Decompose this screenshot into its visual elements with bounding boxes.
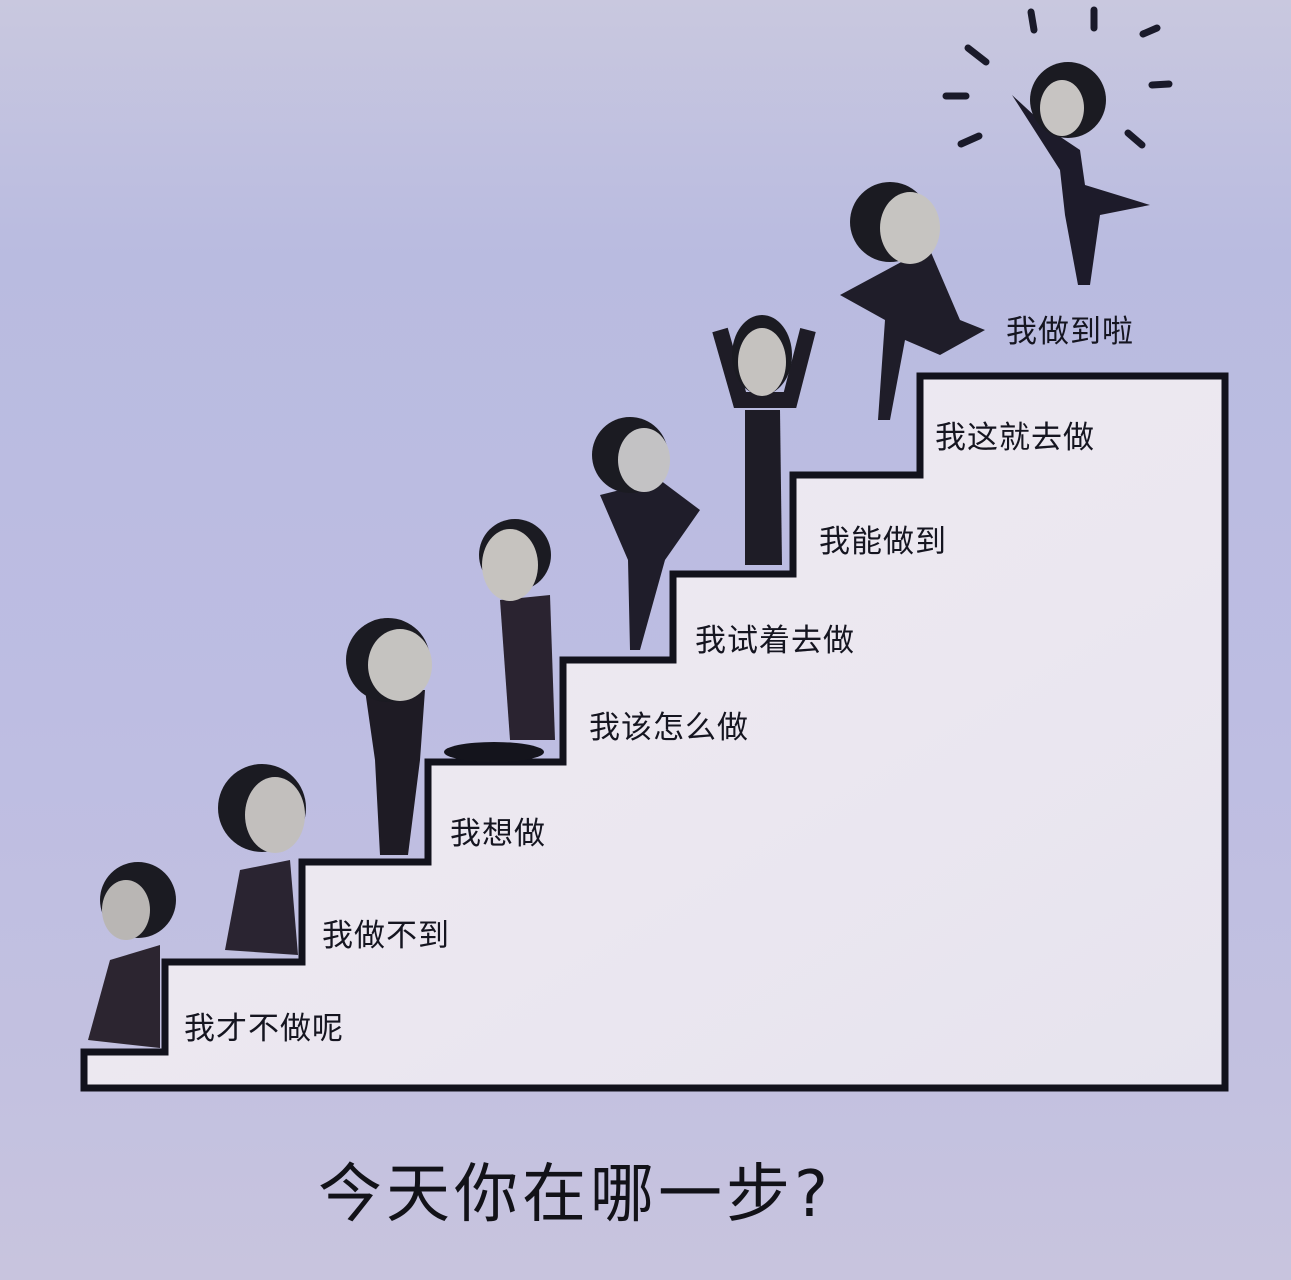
step-label-6: 我能做到 (819, 524, 947, 560)
page-title: 今天你在哪一步? (318, 1158, 832, 1232)
figure-6-arms-up (712, 315, 816, 565)
figure-4-standing (444, 519, 555, 762)
celebration-rays-icon (942, 6, 1173, 149)
figure-7-running (840, 182, 985, 420)
step-label-1: 我才不做呢 (184, 1011, 344, 1047)
step-label-8: 我做到啦 (1006, 314, 1134, 350)
step-label-4: 我该怎么做 (589, 710, 749, 746)
step-label-7: 我这就去做 (935, 420, 1095, 456)
figure-8-jumping (1012, 62, 1150, 285)
step-label-2: 我做不到 (322, 918, 450, 954)
figure-3-standing (346, 618, 432, 855)
figure-1-sitting (88, 862, 176, 1048)
step-label-5: 我试着去做 (695, 623, 855, 659)
figure-5-stepping (592, 417, 700, 650)
figure-2-sitting (218, 764, 306, 955)
step-label-3: 我想做 (450, 816, 546, 852)
